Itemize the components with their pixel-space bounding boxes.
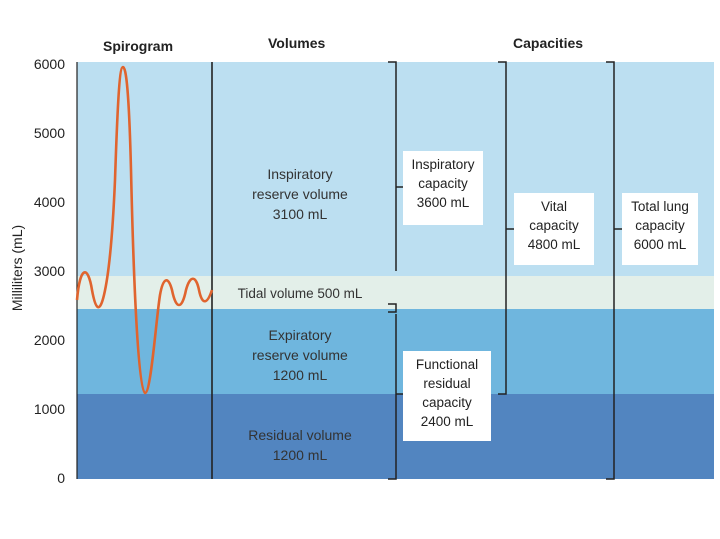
erv-line1: Expiratory (268, 327, 332, 343)
irv-line3: 3100 mL (272, 206, 328, 222)
vital-capacity-box: Vital capacity 4800 mL (514, 193, 594, 265)
bracket-tlc (606, 61, 615, 480)
frc-line3: capacity (422, 395, 472, 410)
tidal-label: Tidal volume 500 mL (237, 286, 363, 301)
header-spirogram: Spirogram (103, 38, 174, 54)
inspiratory-capacity-line3: 3600 mL (416, 195, 470, 210)
frc-line2: residual (423, 376, 471, 391)
frc-line4: 2400 mL (420, 414, 474, 429)
residual-label: Residual volume 1200 mL (212, 425, 388, 465)
y-tick-5000: 5000 (33, 125, 65, 141)
tlc-box: Total lung capacity 6000 mL (622, 193, 698, 265)
erv-line2: reserve volume (252, 347, 348, 363)
y-tick-4000: 4000 (33, 194, 65, 210)
frc-box: Functional residual capacity 2400 mL (403, 351, 491, 441)
y-tick-2000: 2000 (33, 332, 65, 348)
bracket-irv (388, 61, 397, 271)
header-volumes: Volumes (268, 35, 326, 51)
irv-line1: Inspiratory (267, 166, 333, 182)
erv-line3: 1200 mL (272, 367, 328, 383)
inspiratory-capacity-line2: capacity (418, 176, 468, 191)
irv-line2: reserve volume (252, 186, 348, 202)
vital-capacity-line3: 4800 mL (527, 237, 581, 252)
tlc-line3: 6000 mL (633, 237, 687, 252)
y-tick-0: 0 (57, 470, 65, 486)
irv-label: Inspiratory reserve volume 3100 mL (212, 164, 388, 224)
inspiratory-capacity-line1: Inspiratory (411, 157, 475, 172)
y-tick-1000: 1000 (33, 401, 65, 417)
inspiratory-capacity-box: Inspiratory capacity 3600 mL (403, 151, 483, 225)
bracket-lower (388, 314, 397, 480)
vital-capacity-line2: capacity (529, 218, 579, 233)
frc-line1: Functional (415, 357, 479, 372)
spirogram-trace (75, 65, 214, 395)
y-tick-6000: 6000 (33, 56, 65, 72)
header-capacities: Capacities (513, 35, 584, 51)
residual-line2: 1200 mL (272, 447, 328, 463)
tlc-line1: Total lung (631, 199, 689, 214)
bracket-vital (498, 61, 507, 395)
y-tick-3000: 3000 (33, 263, 65, 279)
erv-label: Expiratory reserve volume 1200 mL (212, 325, 388, 385)
tlc-line2: capacity (635, 218, 685, 233)
residual-line1: Residual volume (248, 427, 352, 443)
vital-capacity-line1: Vital (540, 199, 568, 214)
bracket-tidal (388, 303, 397, 313)
